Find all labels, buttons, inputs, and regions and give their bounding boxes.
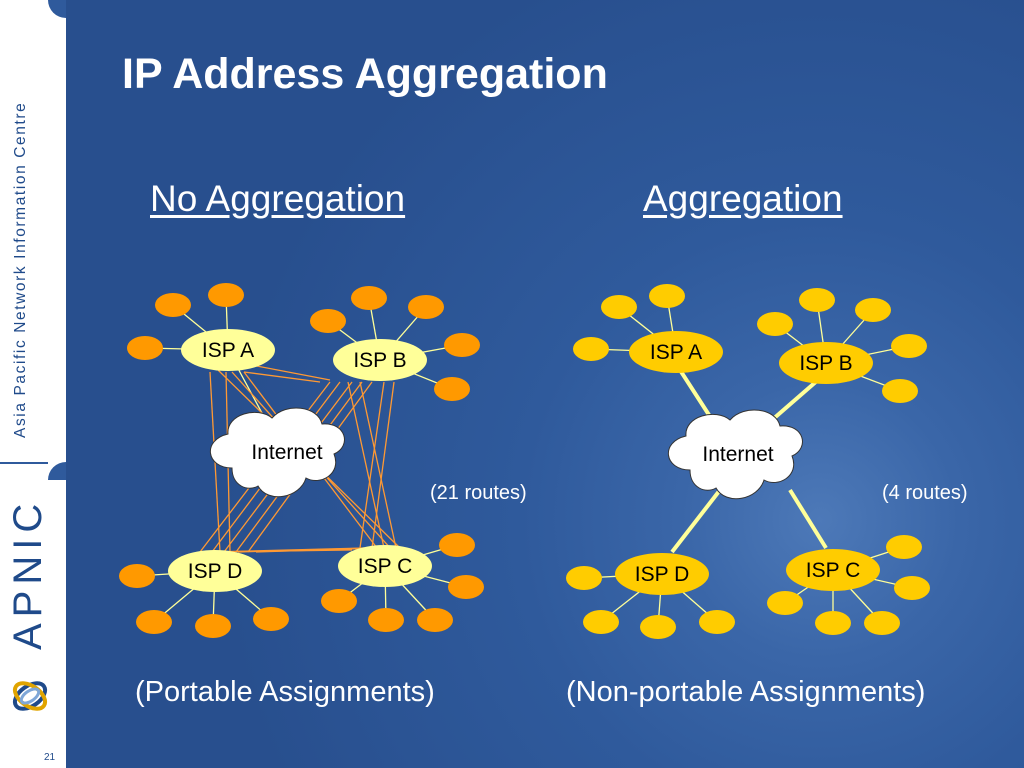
customer-node — [566, 566, 602, 590]
internet-cloud-right: Internet — [667, 409, 803, 500]
left-isp-node: ISP B — [333, 339, 427, 381]
caption-portable: (Portable Assignments) — [135, 676, 435, 708]
isp-ellipse — [338, 545, 432, 587]
heading-no-aggregation: No Aggregation — [150, 178, 406, 219]
caption-non-portable: (Non-portable Assignments) — [566, 676, 926, 708]
customer-node — [855, 298, 891, 322]
isp-ellipse — [181, 329, 275, 371]
customer-node — [439, 533, 475, 557]
customer-node — [155, 293, 191, 317]
customer-node — [136, 610, 172, 634]
left-isp-node: ISP A — [181, 329, 275, 371]
slide-title: IP Address Aggregation — [122, 50, 608, 98]
page-number: 21 — [44, 752, 56, 763]
customer-node — [408, 295, 444, 319]
internet-label-left: Internet — [251, 441, 322, 464]
customer-node — [864, 611, 900, 635]
customer-node — [417, 608, 453, 632]
left-customer-nodes — [119, 283, 484, 638]
isp-label: ISP B — [353, 349, 406, 372]
isp-ellipse — [168, 550, 262, 592]
customer-node — [799, 288, 835, 312]
customer-node — [894, 576, 930, 600]
apnic-logo-icon — [12, 681, 48, 711]
right-isp-node: ISP A — [629, 331, 723, 373]
customer-node — [815, 611, 851, 635]
left-isp-node: ISP C — [338, 545, 432, 587]
isp-ellipse — [629, 331, 723, 373]
isp-ellipse — [779, 342, 873, 384]
customer-node — [208, 283, 244, 307]
customer-node — [127, 336, 163, 360]
isp-label: ISP D — [188, 560, 242, 583]
customer-node — [583, 610, 619, 634]
isp-label: ISP A — [650, 341, 702, 364]
customer-node — [699, 610, 735, 634]
customer-node — [368, 608, 404, 632]
isp-ellipse — [786, 549, 880, 591]
sidebar-corner — [48, 462, 66, 480]
customer-node — [444, 333, 480, 357]
left-isp-nodes: ISP A ISP B ISP C ISP D — [168, 329, 432, 592]
customer-node — [891, 334, 927, 358]
right-isp-nodes: ISP A ISP B ISP C ISP D — [615, 331, 880, 595]
sidebar: Asia Pacific Network Information Centre … — [0, 0, 66, 768]
isp-label: ISP C — [806, 559, 860, 582]
customer-node — [601, 295, 637, 319]
sidebar-divider — [0, 462, 48, 464]
customer-node — [640, 615, 676, 639]
internet-label-right: Internet — [702, 443, 773, 466]
customer-node — [434, 377, 470, 401]
isp-label: ISP C — [358, 555, 412, 578]
isp-ellipse — [333, 339, 427, 381]
customer-node — [195, 614, 231, 638]
heading-aggregation: Aggregation — [643, 178, 843, 219]
customer-node — [767, 591, 803, 615]
customer-node — [886, 535, 922, 559]
right-isp-node: ISP B — [779, 342, 873, 384]
customer-node — [649, 284, 685, 308]
isp-label: ISP D — [635, 563, 689, 586]
right-isp-node: ISP C — [786, 549, 880, 591]
left-isp-node: ISP D — [168, 550, 262, 592]
right-isp-node: ISP D — [615, 553, 709, 595]
customer-node — [119, 564, 155, 588]
isp-label: ISP A — [202, 339, 254, 362]
customer-node — [573, 337, 609, 361]
customer-node — [757, 312, 793, 336]
isp-ellipse — [615, 553, 709, 595]
isp-label: ISP B — [799, 352, 852, 375]
internet-cloud-left: Internet — [209, 407, 345, 498]
route-count-right: (4 routes) — [882, 482, 968, 504]
customer-node — [321, 589, 357, 613]
customer-node — [253, 607, 289, 631]
customer-node — [882, 379, 918, 403]
route-count-left: (21 routes) — [430, 482, 527, 504]
customer-node — [448, 575, 484, 599]
customer-node — [310, 309, 346, 333]
customer-node — [351, 286, 387, 310]
right-customer-nodes — [566, 284, 930, 639]
